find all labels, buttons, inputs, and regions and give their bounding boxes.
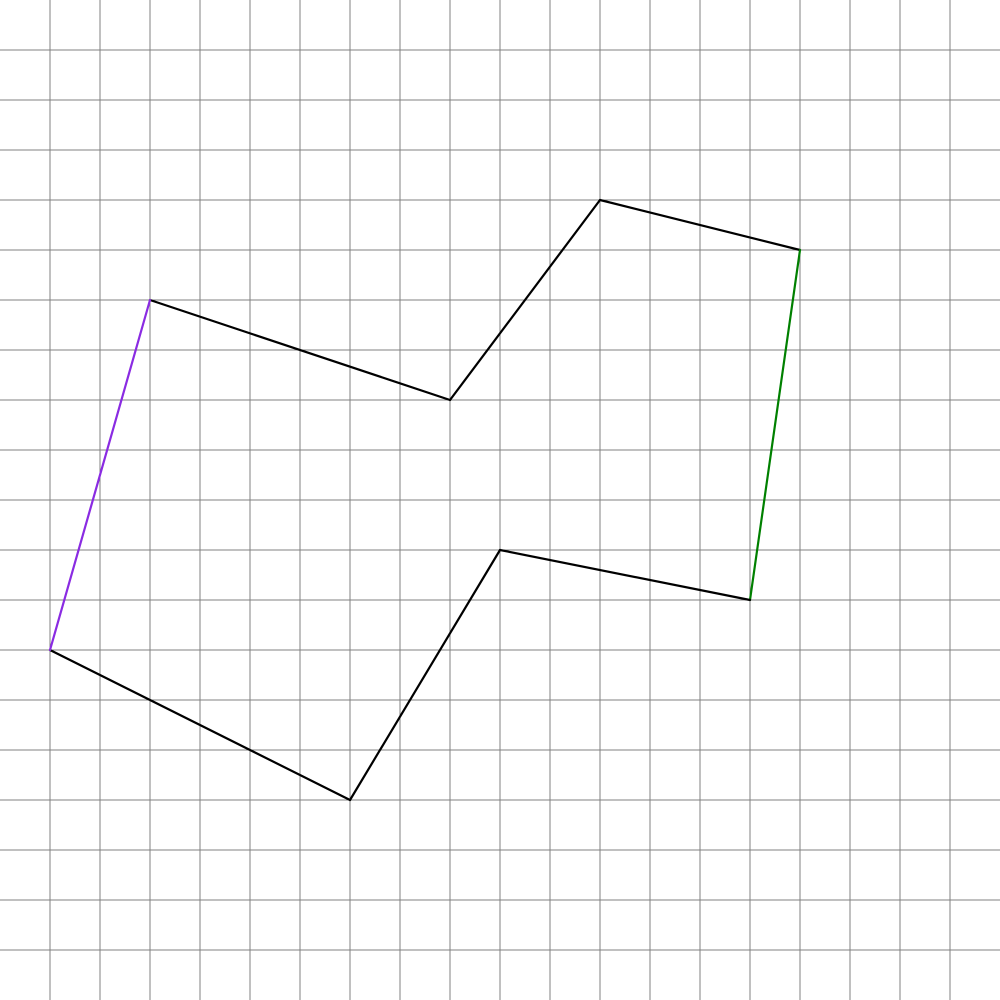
polygon-edge: [498, 548, 752, 602]
polygon-shape: [48, 198, 802, 802]
polygon-edge: [148, 298, 452, 402]
polygon-edge: [748, 248, 802, 602]
polygon-edge: [448, 198, 602, 402]
polygon-edge: [48, 648, 352, 802]
polygon-edge: [348, 548, 502, 802]
polygon-edge: [48, 298, 152, 652]
polygon-edge: [598, 198, 802, 252]
